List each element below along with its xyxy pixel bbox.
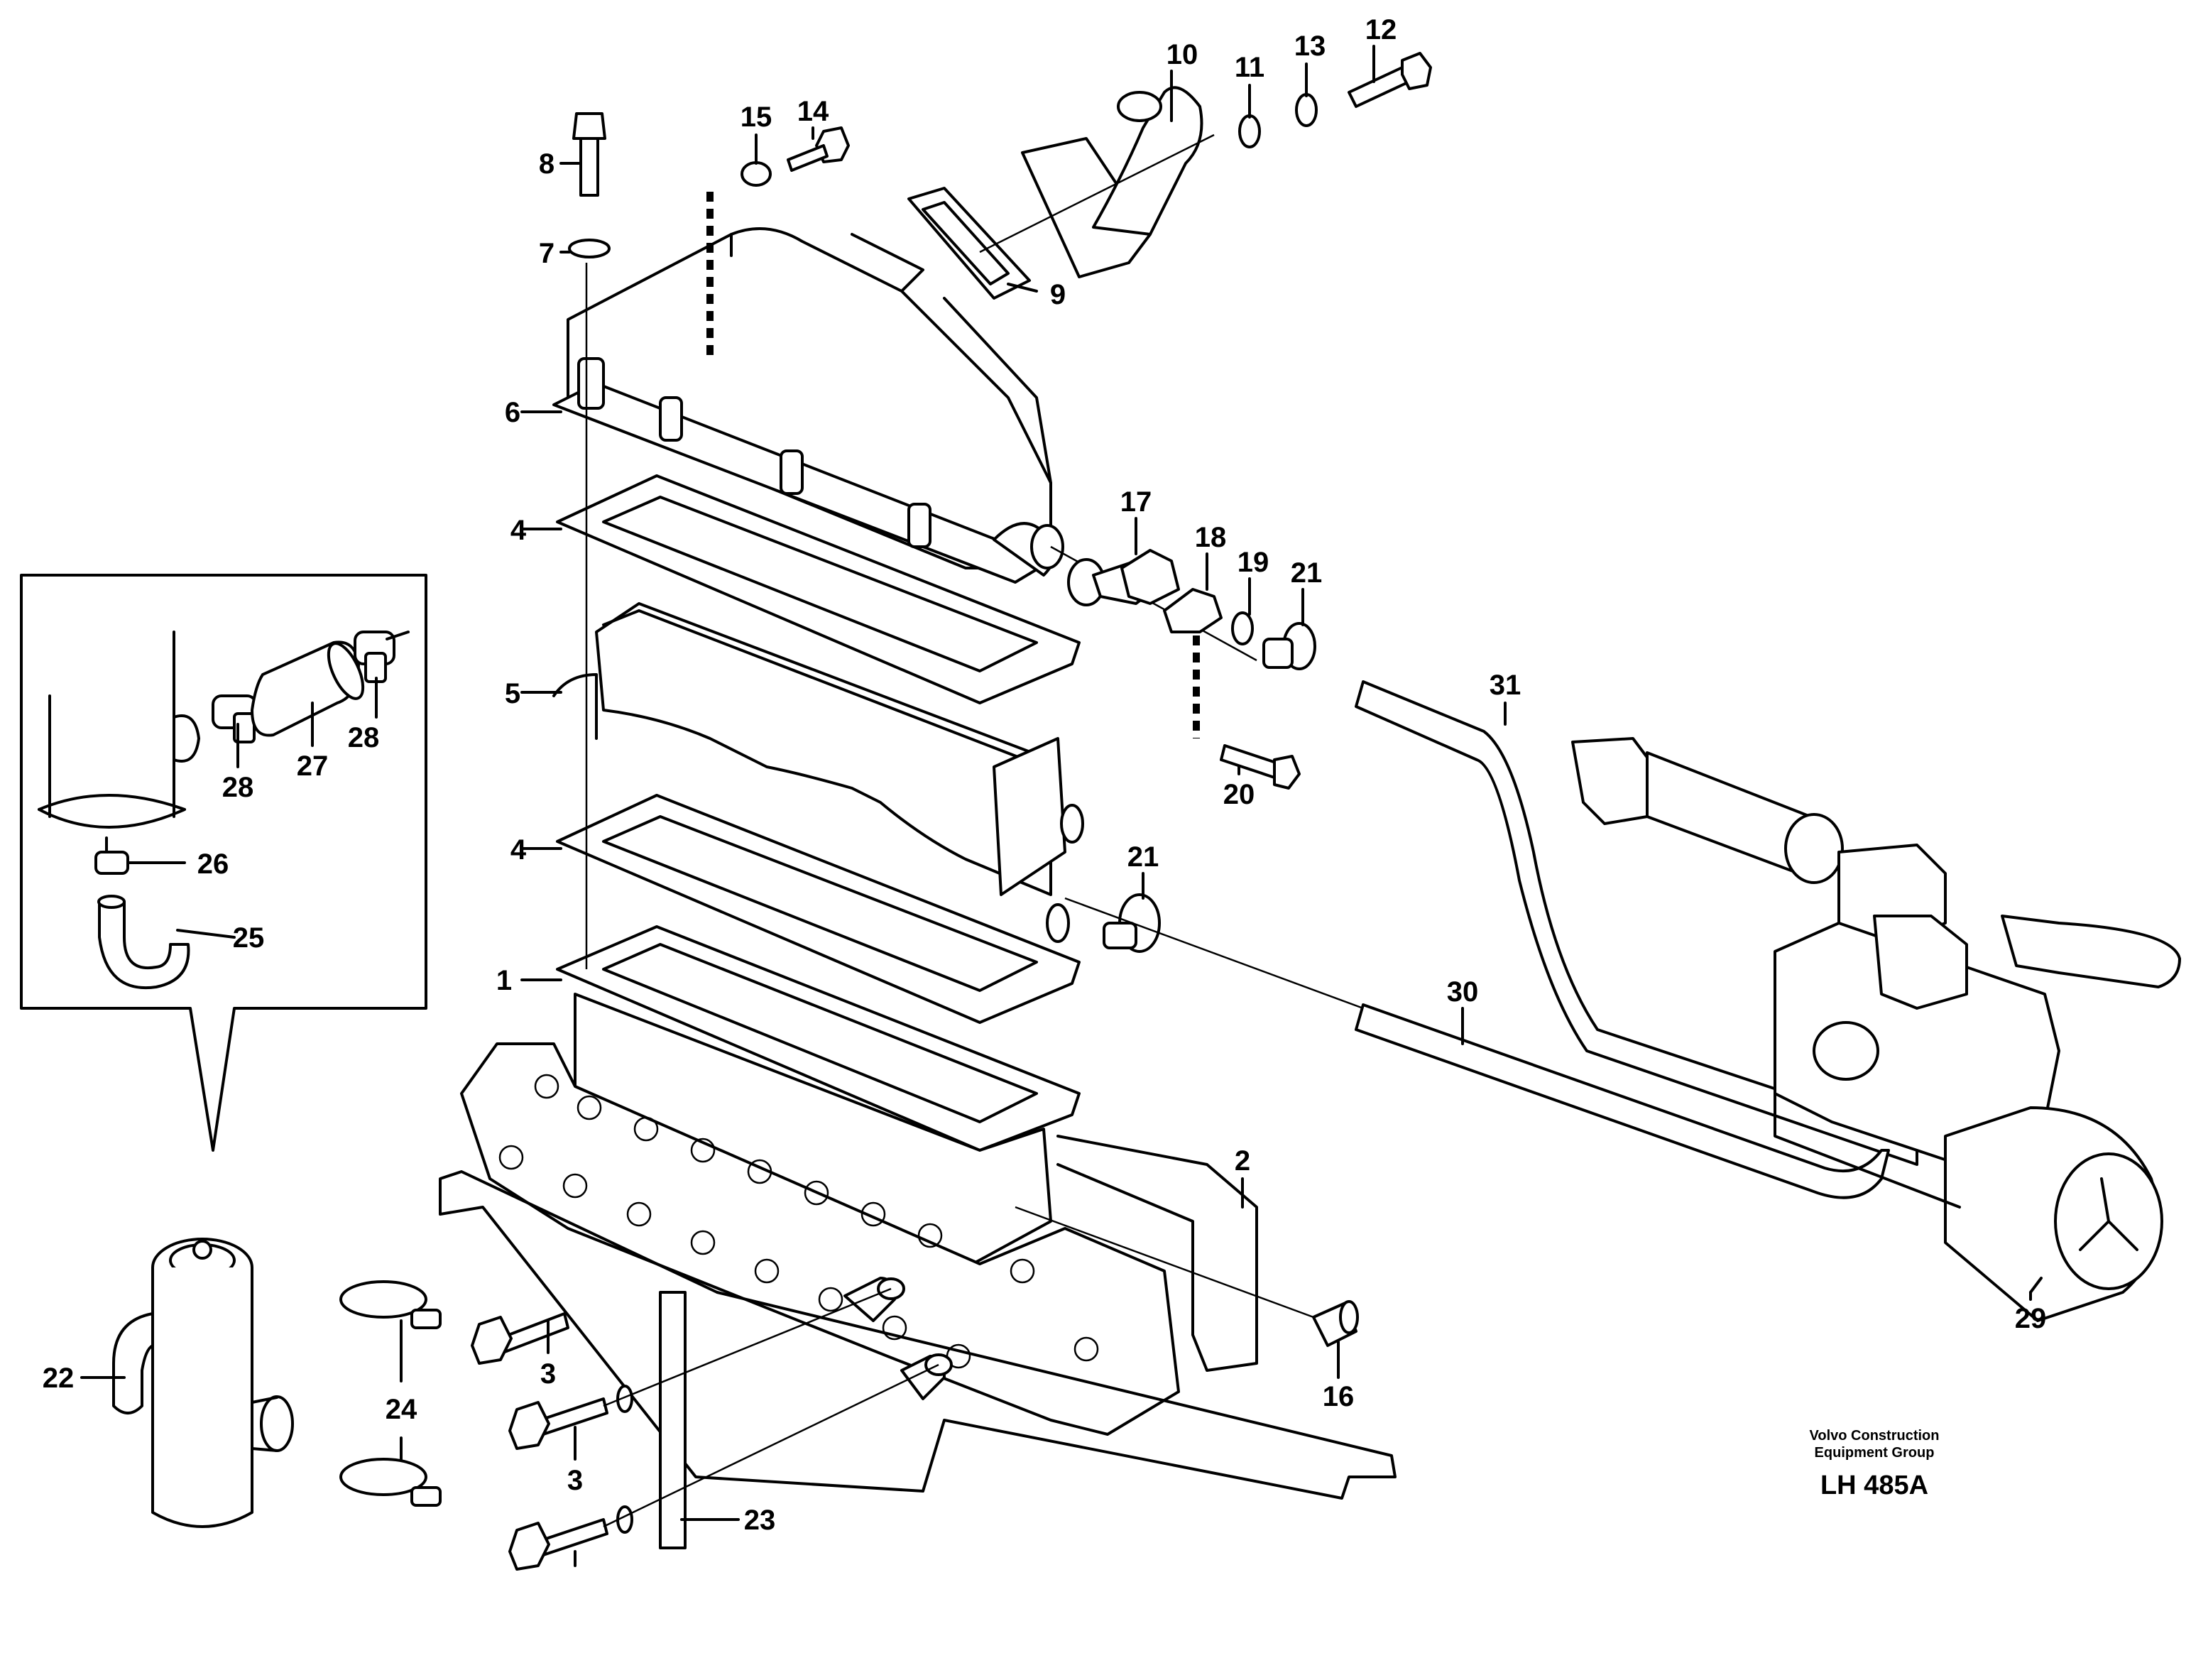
- label-11: 11: [1235, 52, 1264, 83]
- label-5: 5: [505, 678, 520, 709]
- label-24: 24: [386, 1394, 417, 1425]
- label-31: 31: [1490, 670, 1521, 701]
- label-28a: 28: [222, 772, 254, 803]
- brand-line-1: Volvo Construction: [1810, 1428, 1940, 1444]
- label-17: 17: [1120, 486, 1152, 518]
- drawing-code: LH 485A: [1820, 1471, 1928, 1500]
- detail-inset: [20, 574, 427, 1152]
- label-25: 25: [233, 922, 265, 954]
- label-15: 15: [741, 102, 772, 133]
- label-8: 8: [539, 148, 554, 180]
- label-30: 30: [1447, 976, 1479, 1008]
- loose-parts: [112, 1238, 442, 1528]
- label-21a: 21: [1291, 557, 1323, 589]
- label-28b: 28: [348, 722, 380, 753]
- label-23: 23: [744, 1505, 776, 1536]
- label-1: 1: [496, 965, 512, 996]
- label-27: 27: [297, 751, 329, 782]
- part-labels: 1 2 3 3 4 4 5 6 7 8 9 10 11 12 13 14 15 …: [43, 14, 2047, 1536]
- brand-line-2: Equipment Group: [1815, 1445, 1935, 1461]
- label-12: 12: [1365, 14, 1397, 45]
- label-6: 6: [505, 397, 520, 428]
- label-2: 2: [1235, 1145, 1250, 1177]
- label-20: 20: [1223, 779, 1255, 810]
- intercooler-assembly: [439, 52, 2181, 1571]
- label-26: 26: [197, 849, 229, 880]
- brand-block: Volvo Construction Equipment Group LH 48…: [1810, 1428, 1940, 1500]
- label-4b: 4: [510, 834, 527, 866]
- label-21b: 21: [1127, 841, 1159, 873]
- label-16: 16: [1323, 1381, 1355, 1412]
- label-4a: 4: [510, 515, 527, 546]
- label-14: 14: [797, 96, 829, 127]
- label-9: 9: [1050, 279, 1066, 310]
- leader-lines: [80, 45, 2043, 1567]
- label-7: 7: [539, 238, 554, 269]
- label-29: 29: [2015, 1303, 2047, 1334]
- label-19: 19: [1237, 547, 1269, 578]
- label-10: 10: [1166, 39, 1198, 70]
- label-3a: 3: [540, 1358, 556, 1390]
- label-13: 13: [1294, 31, 1326, 62]
- label-3b: 3: [567, 1465, 583, 1496]
- label-22: 22: [43, 1363, 75, 1394]
- label-18: 18: [1195, 522, 1227, 553]
